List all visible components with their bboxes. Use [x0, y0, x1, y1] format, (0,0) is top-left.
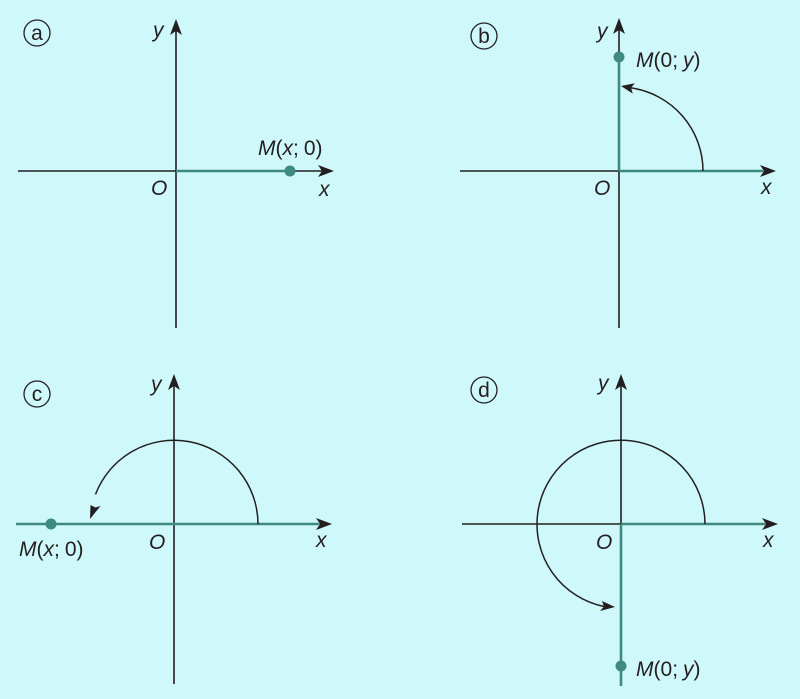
panel-b: b y x O M(0;y) — [460, 18, 776, 328]
panel-d-point-m — [615, 660, 627, 672]
panel-d-x-arrowhead — [762, 518, 778, 530]
panel-d-rotation-arc — [536, 439, 706, 608]
panel-c: c y x O M(x;0) — [16, 373, 332, 684]
panel-b-x-arrowhead — [760, 165, 776, 177]
panel-a-x-label: x — [318, 178, 331, 201]
panel-a-origin-label: O — [151, 177, 167, 200]
panel-d-y-arrowhead — [615, 374, 627, 390]
panel-d-x-label: x — [762, 529, 775, 552]
panel-d-origin-label: O — [596, 531, 612, 554]
panel-a: a y x O M(x;0) — [18, 19, 334, 328]
panel-a-x-arrowhead — [318, 165, 334, 177]
panel-d-rotation-arrowhead — [600, 601, 615, 611]
panel-c-point-m — [45, 518, 57, 530]
panel-b-badge-circle — [470, 22, 498, 50]
panel-c-badge-label: c — [32, 383, 43, 406]
panel-c-badge-circle — [23, 380, 51, 408]
panel-b-badge-label: b — [478, 25, 490, 48]
panel-a-y-arrowhead — [170, 19, 182, 35]
panel-b-rotation-arc — [630, 87, 704, 172]
panel-c-x-arrowhead — [316, 518, 332, 530]
panel-c-rotation-arrowhead — [90, 505, 101, 519]
panel-b-y-label: y — [595, 20, 609, 43]
panel-a-badge-label: a — [31, 22, 43, 45]
panel-a-point-m — [284, 165, 296, 177]
panel-c-x-label: x — [315, 529, 328, 552]
panel-b-point-m — [613, 51, 625, 63]
panel-d-badge-circle — [470, 376, 498, 404]
panel-c-origin-label: O — [149, 531, 165, 554]
panel-d-y-label: y — [596, 372, 610, 395]
panel-d-point-label: M(0;y) — [636, 658, 701, 681]
panel-d: d y x O M(0;y) — [462, 372, 778, 686]
panel-a-y-label: y — [151, 19, 165, 42]
panel-c-y-arrowhead — [168, 374, 180, 390]
panel-b-y-arrowhead — [613, 18, 625, 34]
panel-b-x-label: x — [760, 176, 773, 199]
panel-d-badge-label: d — [478, 379, 490, 402]
panel-c-y-label: y — [149, 373, 163, 396]
panel-c-rotation-arc — [94, 439, 259, 525]
panel-b-rotation-arrowhead — [621, 83, 635, 94]
panel-c-point-label: M(x;0) — [19, 538, 84, 561]
panel-a-badge-circle — [23, 19, 51, 47]
panel-b-point-label: M(0;y) — [636, 49, 701, 72]
panel-b-origin-label: O — [594, 177, 610, 200]
panel-a-point-label: M(x;0) — [258, 137, 323, 160]
